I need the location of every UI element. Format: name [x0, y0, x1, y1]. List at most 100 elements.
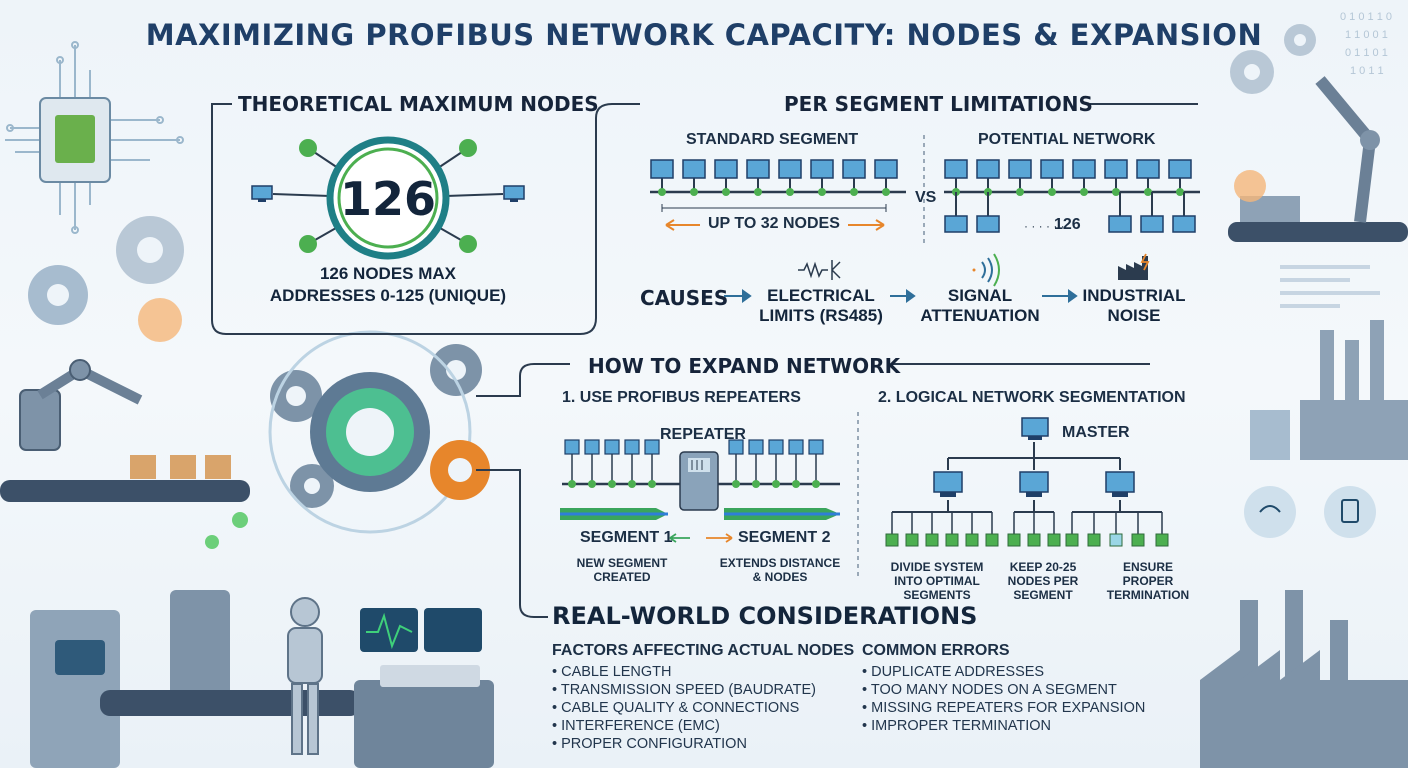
standard-segment-label: STANDARD SEGMENT [686, 131, 859, 148]
gear-cluster-icon [205, 330, 490, 549]
node-dot [658, 188, 666, 196]
node-dot [628, 480, 636, 488]
node-dot [772, 480, 780, 488]
cause-attenuation: SIGNAL ATTENUATION [920, 286, 1040, 325]
node-dot [608, 480, 616, 488]
node-icon [1065, 533, 1079, 547]
node-icon [624, 439, 640, 455]
vs-label: VS [915, 189, 937, 206]
computer-icon [1105, 471, 1135, 497]
node-icon [1168, 159, 1192, 179]
errors-title: COMMON ERRORS [862, 642, 1010, 659]
node-dot [1048, 188, 1056, 196]
max-node-number: 126 [339, 172, 437, 226]
node-dot [850, 188, 858, 196]
svg-text:1 0 1 1: 1 0 1 1 [1350, 65, 1384, 77]
node-icon [1027, 533, 1041, 547]
seg-note-divide: DIVIDE SYSTEM INTO OPTIMAL SEGMENTS [890, 560, 984, 602]
repeater-icon [679, 451, 719, 511]
node-icon [945, 533, 959, 547]
list-item: CABLE QUALITY & CONNECTIONS [552, 699, 816, 717]
causes-flow [724, 253, 1078, 303]
wifi-icon [1244, 486, 1376, 538]
list-item: TRANSMISSION SPEED (BAUDRATE) [552, 681, 816, 699]
segment1-label: SEGMENT 1 [580, 529, 673, 546]
node-icon [682, 159, 706, 179]
node-dot [1112, 188, 1120, 196]
theoretical-heading: THEORETICAL MAXIMUM NODES [238, 92, 599, 116]
node-icon [810, 159, 834, 179]
node-icon [1109, 533, 1123, 547]
svg-text:· · · · · ·: · · · · · · [1024, 219, 1065, 233]
cause-noise: INDUSTRIAL NOISE [1082, 286, 1186, 325]
glow-orange-icon [138, 298, 182, 342]
humanoid-robot-icon [287, 597, 323, 755]
segmentation-tree [885, 417, 1169, 547]
node-icon [1040, 159, 1064, 179]
computer-icon [251, 185, 273, 202]
node-icon [714, 159, 738, 179]
node-icon [1007, 533, 1021, 547]
step2-label: 2. LOGICAL NETWORK SEGMENTATION [878, 389, 1186, 406]
list-item: MISSING REPEATERS FOR EXPANSION [862, 699, 1145, 717]
node-dot [754, 188, 762, 196]
node-icon [842, 159, 866, 179]
node-icon [1087, 533, 1101, 547]
factors-title: FACTORS AFFECTING ACTUAL NODES [552, 642, 855, 659]
node-icon [925, 533, 939, 547]
binary-text: 0 1 0 1 1 0 1 1 0 0 1 0 1 1 0 1 1 0 1 1 [1340, 11, 1392, 77]
node-icon [1047, 533, 1061, 547]
node-icon [1072, 159, 1096, 179]
node-icon [650, 159, 674, 179]
node-dot [690, 188, 698, 196]
list-item: PROPER CONFIGURATION [552, 735, 816, 753]
node-dot [568, 480, 576, 488]
node-dot [732, 480, 740, 488]
node-dot [459, 235, 477, 253]
node-icon [885, 533, 899, 547]
svg-text:0 1 0 1 1 0: 0 1 0 1 1 0 [1340, 11, 1392, 23]
svg-text:1 1 0 0 1: 1 1 0 0 1 [1345, 29, 1388, 41]
node-icon [905, 533, 919, 547]
page-title: MAXIMIZING PROFIBUS NETWORK CAPACITY: NO… [145, 18, 1263, 52]
standard-segment-diagram [650, 159, 906, 231]
step1-label: 1. USE PROFIBUS REPEATERS [562, 389, 801, 406]
node-icon [976, 159, 1000, 179]
node-dot [752, 480, 760, 488]
computer-icon [503, 185, 525, 202]
cause-electrical: ELECTRICAL LIMITS (RS485) [759, 286, 883, 325]
node-icon [1136, 159, 1160, 179]
node-dot [459, 139, 477, 157]
node-icon [985, 533, 999, 547]
node-icon [748, 439, 764, 455]
node-icon [728, 439, 744, 455]
node-dot [588, 480, 596, 488]
master-computer-icon [1021, 417, 1049, 440]
svg-text:0 1 1 0 1: 0 1 1 0 1 [1345, 47, 1388, 59]
conveyor-icon [0, 455, 250, 502]
node-icon [1155, 533, 1169, 547]
errors-list: DUPLICATE ADDRESSES TOO MANY NODES ON A … [862, 663, 1145, 735]
factory-icon [1200, 590, 1408, 768]
node-dot [648, 480, 656, 488]
list-item: TOO MANY NODES ON A SEGMENT [862, 681, 1145, 699]
causes-label: CAUSES [640, 286, 729, 310]
node-dot [818, 188, 826, 196]
list-item: CABLE LENGTH [552, 663, 816, 681]
max-nodes-line2: ADDRESSES 0-125 (UNIQUE) [269, 286, 507, 305]
node-icon [778, 159, 802, 179]
factors-list: CABLE LENGTH TRANSMISSION SPEED (BAUDRAT… [552, 663, 816, 753]
list-item: IMPROPER TERMINATION [862, 717, 1145, 735]
node-dot [1016, 188, 1024, 196]
node-hub-diagram [251, 136, 525, 260]
node-dot [812, 480, 820, 488]
node-icon [944, 215, 968, 233]
computer-icon [933, 471, 963, 497]
node-icon [584, 439, 600, 455]
potential-network-label: POTENTIAL NETWORK [978, 131, 1156, 148]
realworld-heading: REAL-WORLD CONSIDERATIONS [552, 602, 978, 630]
node-dot [299, 235, 317, 253]
node-dot [722, 188, 730, 196]
